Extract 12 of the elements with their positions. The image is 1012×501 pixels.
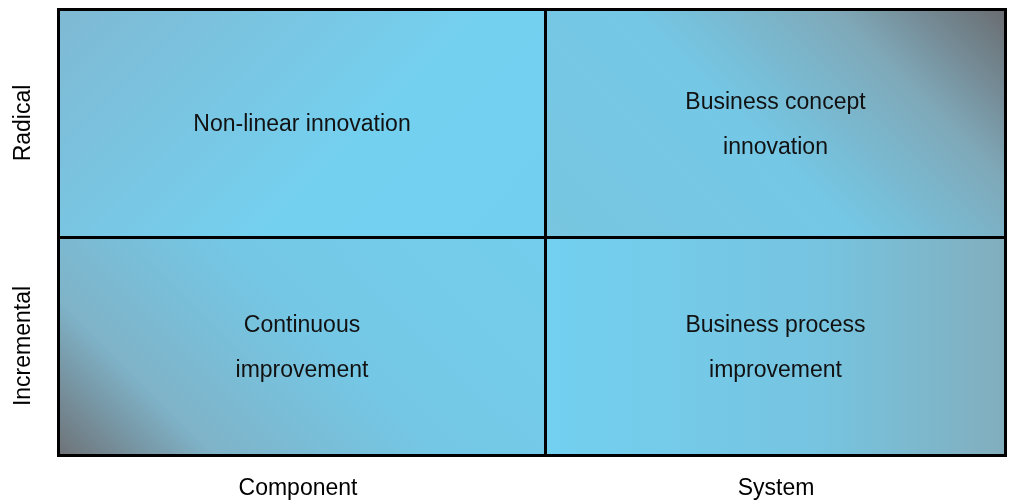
axis-label: Incremental (8, 285, 36, 407)
quadrant-panel (544, 8, 1007, 239)
quadrant-panel (57, 236, 547, 457)
quadrant-label: Business concept innovation (684, 86, 867, 161)
quadrant-label: Business process improvement (684, 309, 867, 384)
quadrant-label: Continuous improvement (234, 309, 370, 384)
axis-label: System (737, 473, 815, 501)
quadrant-panel (544, 236, 1007, 457)
quadrant-label: Non-linear innovation (192, 109, 412, 138)
quadrant-panel (57, 8, 547, 239)
axis-label: Radical (8, 84, 36, 162)
axis-label: Component (238, 473, 358, 501)
